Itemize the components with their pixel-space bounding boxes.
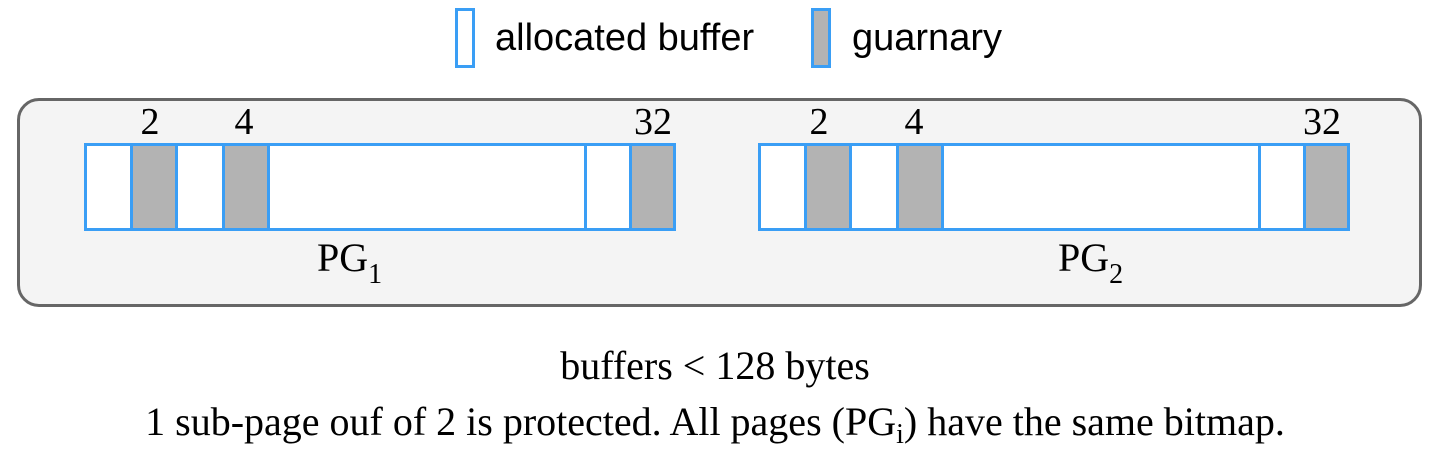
pg2-slot-label-32: 32 — [1303, 101, 1341, 143]
allocated-buffer-swatch — [455, 8, 475, 68]
pg1-guard-cell-2 — [130, 146, 178, 228]
pg1-label: PG1 — [317, 235, 383, 290]
pg1-cell-divider — [584, 146, 587, 228]
pg1-slot-label-32: 32 — [634, 101, 672, 143]
page-strip-pg2 — [758, 143, 1350, 231]
pg2-guard-cell-2 — [804, 146, 852, 228]
guard-swatch — [811, 8, 831, 68]
pg2-cell-divider — [1258, 146, 1261, 228]
pg2-guard-cell-32 — [1303, 146, 1350, 228]
guard-legend-label: guarnary — [852, 17, 1002, 59]
pg2-label: PG2 — [1058, 235, 1124, 290]
pg2-slot-label-4: 4 — [904, 101, 924, 143]
pg1-slot-label-2: 2 — [140, 101, 160, 143]
allocated-buffer-legend-label: allocated buffer — [495, 17, 755, 59]
legend: allocated buffer guarnary — [0, 0, 1430, 80]
caption-line-2: 1 sub-page ouf of 2 is protected. All pa… — [145, 399, 1285, 450]
caption-line-1: buffers < 128 bytes — [560, 343, 870, 388]
pg1-guard-cell-4 — [222, 146, 270, 228]
pg1-guard-cell-32 — [629, 146, 676, 228]
pg2-guard-cell-4 — [896, 146, 944, 228]
pg1-slot-label-4: 4 — [234, 101, 254, 143]
pg2-slot-label-2: 2 — [809, 101, 829, 143]
page-strip-pg1 — [84, 143, 676, 231]
